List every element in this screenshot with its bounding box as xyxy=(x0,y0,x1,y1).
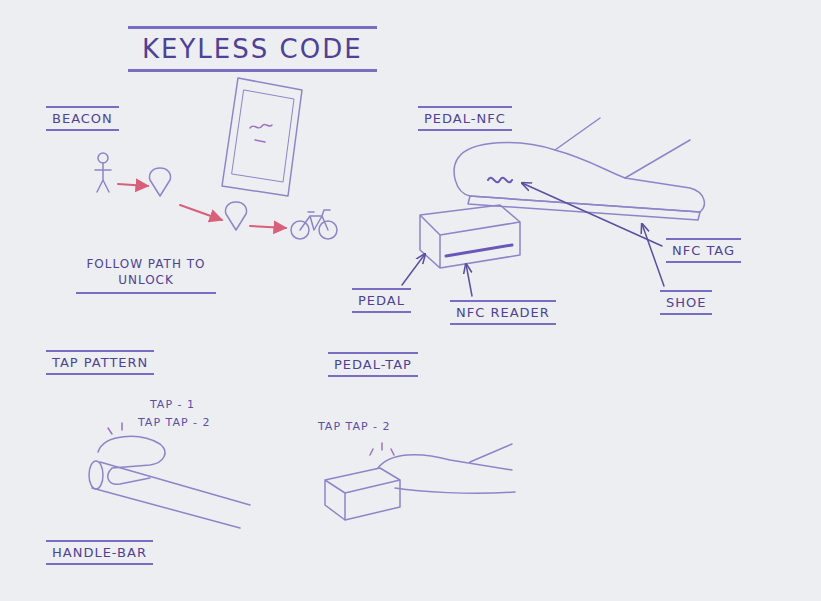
pedal xyxy=(420,205,520,268)
caption-note: FOLLOW PATH TO UNLOCK xyxy=(76,254,216,294)
part-name: PEDAL xyxy=(352,288,411,313)
part-name: NFC READER xyxy=(450,300,556,325)
leader-line xyxy=(522,183,662,246)
tap-sparkle xyxy=(370,443,394,455)
location-pin xyxy=(149,168,170,196)
leader-line xyxy=(402,254,425,285)
tap-note: TAP TAP - 2 xyxy=(138,416,211,429)
screen-scribble xyxy=(250,124,272,142)
nfc-tag xyxy=(488,178,512,183)
nfc-reader xyxy=(446,245,512,256)
section-heading: HANDLE-BAR xyxy=(46,540,153,565)
bike-frame xyxy=(300,210,330,230)
part-name: SHOE xyxy=(660,290,712,315)
section-heading: TAP PATTERN xyxy=(46,350,154,375)
phone xyxy=(222,78,302,196)
handle-bar-tube xyxy=(92,462,250,528)
phone-screen xyxy=(232,90,294,182)
shoe xyxy=(378,444,515,493)
grip-end xyxy=(89,461,103,489)
path-arrow xyxy=(180,205,222,220)
path-arrow xyxy=(250,226,286,228)
title: KEYLESS CODE xyxy=(128,26,377,72)
section-heading: PEDAL-TAP xyxy=(328,352,418,377)
section-heading: PEDAL-NFC xyxy=(418,106,512,131)
pedal xyxy=(325,468,400,520)
leader-line xyxy=(466,264,472,296)
tap-note: TAP - 1 xyxy=(150,398,195,411)
location-pin xyxy=(225,202,246,230)
part-name: NFC TAG xyxy=(666,238,741,263)
person-head xyxy=(98,153,108,163)
tap-note: TAP TAP - 2 xyxy=(318,420,391,433)
person-body xyxy=(95,163,111,192)
leader-line xyxy=(642,224,664,286)
section-heading: BEACON xyxy=(46,106,119,131)
path-arrow xyxy=(118,184,148,186)
tap-sparkle xyxy=(108,423,122,434)
leg xyxy=(555,118,690,178)
hand xyxy=(98,436,165,484)
